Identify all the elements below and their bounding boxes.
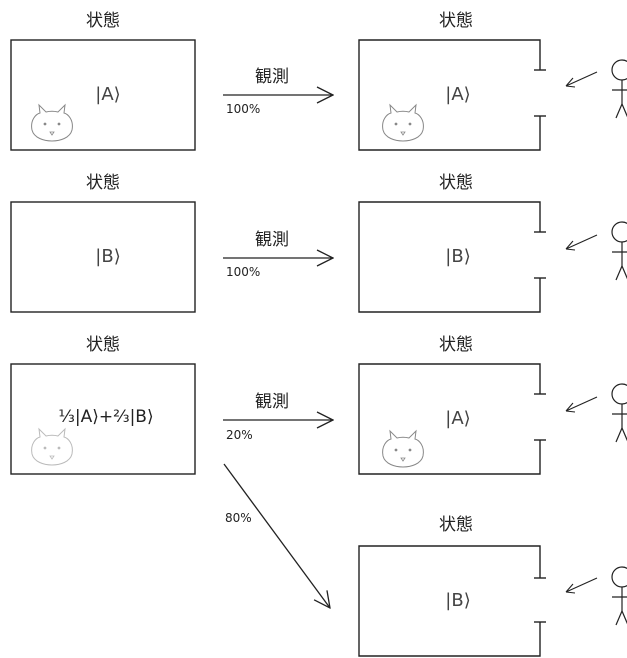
- superposition-ket: ⅓|A⟩+⅔|B⟩: [58, 407, 153, 427]
- outcome-ket: |B⟩: [445, 590, 470, 611]
- state-heading: 状態: [439, 515, 473, 535]
- cat-icon: [383, 431, 424, 467]
- gaze-arrow-icon: [566, 578, 597, 593]
- state-heading: 状態: [86, 173, 120, 193]
- cat-icon: [32, 105, 73, 141]
- probability-label: 100%: [226, 102, 260, 116]
- cat-icon: [383, 105, 424, 141]
- outcome-ket: |A⟩: [445, 84, 470, 105]
- gaze-arrow-icon: [566, 235, 597, 250]
- state-heading: 状態: [439, 173, 473, 193]
- initial-state-ket: |B⟩: [95, 246, 120, 267]
- observer-icon: [612, 222, 627, 280]
- outcome-ket: |B⟩: [445, 246, 470, 267]
- observer-icon: [612, 384, 627, 442]
- state-heading: 状態: [439, 11, 473, 31]
- probability-label: 100%: [226, 265, 260, 279]
- probability-label: 20%: [226, 428, 253, 442]
- observe-label: 観測: [255, 230, 289, 250]
- faded-cat-icon: [32, 429, 73, 465]
- initial-state-ket: |A⟩: [95, 84, 120, 105]
- state-heading: 状態: [439, 335, 473, 355]
- gaze-arrow-icon: [566, 397, 597, 412]
- state-heading: 状態: [86, 335, 120, 355]
- outcome-ket: |A⟩: [445, 408, 470, 429]
- observe-label: 観測: [255, 392, 289, 412]
- probability-label: 80%: [225, 511, 252, 525]
- observe-label: 観測: [255, 67, 289, 87]
- gaze-arrow-icon: [566, 72, 597, 87]
- observer-icon: [612, 60, 627, 118]
- observer-icon: [612, 567, 627, 625]
- state-heading: 状態: [86, 11, 120, 31]
- branch-arrow: [224, 464, 330, 608]
